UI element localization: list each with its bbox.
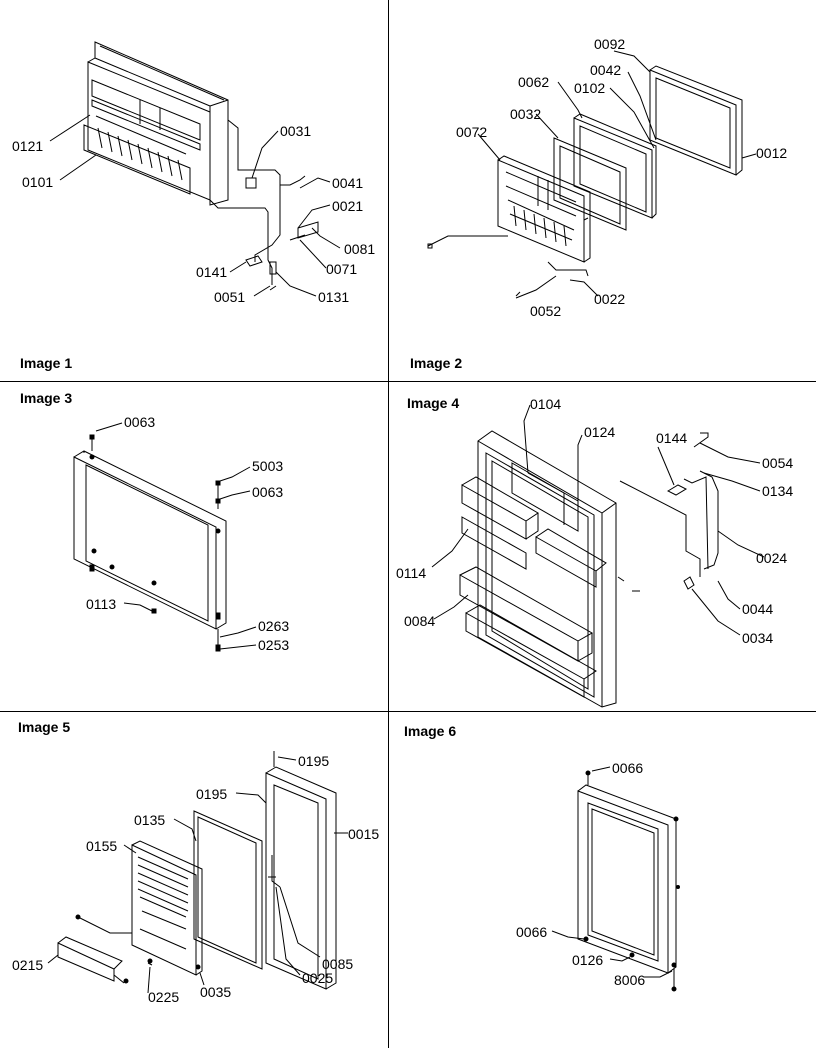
callout-part-number: 0066 — [516, 924, 548, 940]
callout-part-number: 0066 — [612, 760, 644, 776]
callout-part-number: 0063 — [252, 484, 284, 500]
callout-part-number: 0135 — [134, 812, 166, 828]
callout-part-number: 0024 — [756, 550, 788, 566]
panel-image-2 — [388, 0, 816, 381]
callout-part-number: 0071 — [326, 261, 358, 277]
callout-part-number: 0114 — [396, 565, 427, 581]
callout-part-number: 0155 — [86, 838, 118, 854]
refrigerator-door-assembly-drawing — [388, 381, 816, 711]
panel-image-3 — [0, 381, 388, 711]
door-trim-frame-drawing — [388, 711, 816, 1048]
panel-title-image-2: Image 2 — [410, 355, 463, 371]
callout-part-number: 0054 — [762, 455, 794, 471]
callout-part-number: 0263 — [258, 618, 290, 634]
vertical-divider — [388, 0, 389, 1048]
callout-part-number: 0121 — [12, 138, 44, 154]
panel-image-1 — [0, 0, 388, 381]
freezer-drawer-assembly-drawing — [388, 0, 816, 381]
callout-part-number: 0085 — [322, 956, 354, 972]
callout-part-number: 0032 — [510, 106, 542, 122]
callout-part-number: 0195 — [298, 753, 330, 769]
callout-part-number: 0062 — [518, 74, 550, 90]
panel-title-image-5: Image 5 — [18, 719, 71, 735]
horizontal-divider-1 — [0, 381, 816, 382]
callout-part-number: 5003 — [252, 458, 284, 474]
callout-part-number: 0025 — [302, 970, 334, 986]
panel-title-image-6: Image 6 — [404, 723, 457, 739]
callout-part-number: 0012 — [756, 145, 788, 161]
crisper-pan-assembly-drawing — [0, 0, 388, 381]
callout-part-number: 8006 — [614, 972, 646, 988]
panel-image-4 — [388, 381, 816, 711]
callout-part-number: 0195 — [196, 786, 228, 802]
callout-part-number: 0124 — [584, 424, 616, 440]
horizontal-divider-2 — [0, 711, 816, 712]
panel-title-image-4: Image 4 — [407, 395, 460, 411]
callout-part-number: 0022 — [594, 291, 626, 307]
callout-part-number: 0044 — [742, 601, 774, 617]
callout-part-number: 0102 — [574, 80, 606, 96]
callout-part-number: 0225 — [148, 989, 180, 1005]
panel-image-5 — [0, 711, 388, 1048]
callout-part-number: 0042 — [590, 62, 622, 78]
callout-part-number: 0126 — [572, 952, 604, 968]
callout-part-number: 0063 — [124, 414, 156, 430]
callout-part-number: 0215 — [12, 957, 44, 973]
callout-part-number: 0131 — [318, 289, 350, 305]
callout-part-number: 0104 — [530, 396, 562, 412]
callout-part-number: 0141 — [196, 264, 228, 280]
callout-part-number: 0041 — [332, 175, 364, 191]
callout-part-number: 0092 — [594, 36, 626, 52]
callout-part-number: 0034 — [742, 630, 774, 646]
panel-title-image-3: Image 3 — [20, 390, 73, 406]
callout-part-number: 0015 — [348, 826, 380, 842]
callout-part-number: 0035 — [200, 984, 232, 1000]
callout-part-number: 0081 — [344, 241, 376, 257]
callout-part-number: 0052 — [530, 303, 562, 319]
callout-part-number: 0113 — [86, 596, 117, 612]
callout-part-number: 0101 — [22, 174, 54, 190]
panel-image-6 — [388, 711, 816, 1048]
lower-door-assembly-drawing — [0, 711, 388, 1048]
door-frame-assembly-drawing — [0, 381, 388, 711]
callout-part-number: 0031 — [280, 123, 312, 139]
callout-part-number: 0021 — [332, 198, 364, 214]
callout-part-number: 0084 — [404, 613, 436, 629]
callout-part-number: 0134 — [762, 483, 794, 499]
panel-title-image-1: Image 1 — [20, 355, 73, 371]
callout-part-number: 0051 — [214, 289, 246, 305]
callout-part-number: 0144 — [656, 430, 688, 446]
callout-part-number: 0072 — [456, 124, 488, 140]
callout-part-number: 0253 — [258, 637, 290, 653]
